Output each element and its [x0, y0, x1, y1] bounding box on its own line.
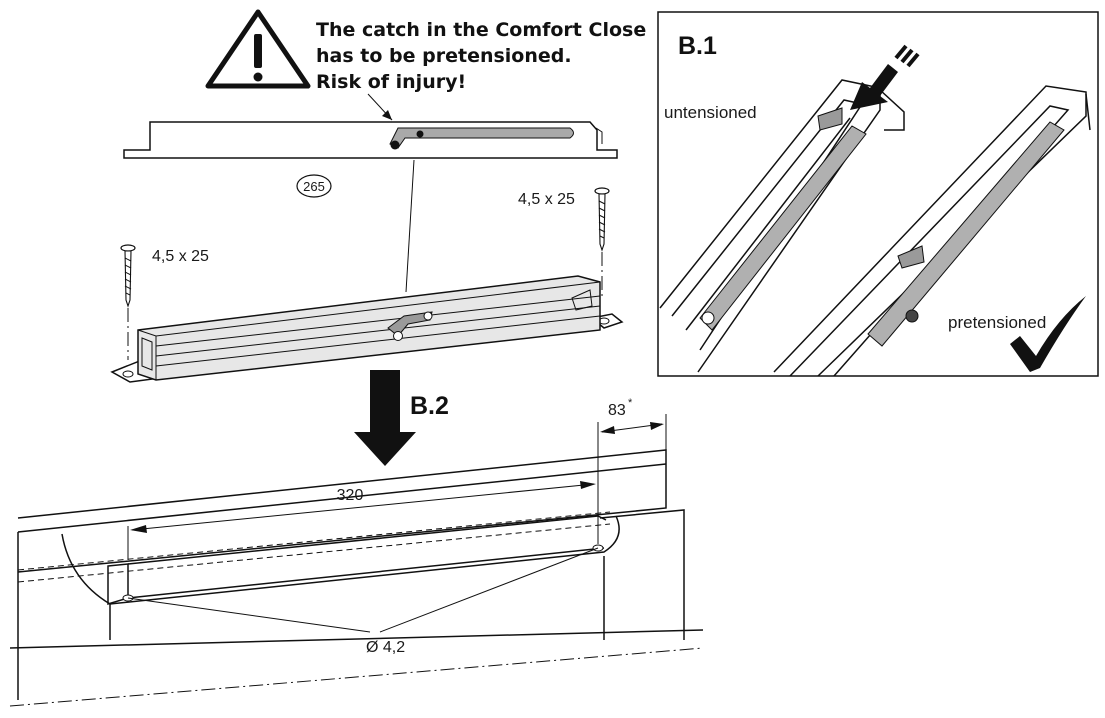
screw-right-size: 4,5 x 25 — [518, 191, 575, 208]
dimension-offset: 83 — [608, 402, 626, 419]
dimension-83 — [597, 414, 667, 476]
step-b2-title: B.2 — [410, 392, 449, 420]
step-b2-arrow-icon — [354, 370, 416, 466]
cover-plate — [123, 121, 618, 159]
label-untensioned: untensioned — [664, 103, 757, 122]
warning-text: The catch in the Comfort Close has to be… — [316, 19, 646, 93]
inset-b1: B.1 — [657, 11, 1099, 377]
dimension-320 — [127, 476, 599, 560]
warning-triangle-icon — [205, 9, 311, 89]
screw-left-size: 4,5 x 25 — [152, 248, 209, 265]
warning-leader-arrow — [382, 110, 392, 120]
warning-line-3: Risk of injury! — [316, 71, 466, 93]
cover-to-closer-leader — [405, 159, 415, 293]
screw-left — [120, 244, 136, 360]
step-b1-title: B.1 — [678, 32, 717, 60]
b1-insert-arrow-icon — [850, 44, 920, 110]
hole-leader-left — [127, 597, 371, 633]
screw-right — [594, 187, 610, 300]
label-pretensioned: pretensioned — [948, 313, 1046, 332]
part-number: 265 — [303, 179, 325, 194]
comfort-close-unit — [110, 275, 624, 383]
dimension-length: 320 — [337, 487, 364, 504]
dimension-offset-mark: * — [628, 397, 633, 409]
warning-line-1: The catch in the Comfort Close — [316, 19, 646, 41]
hole-leader-right — [379, 547, 599, 633]
part-number-badge: 265 — [296, 174, 332, 198]
checkmark-icon — [1010, 296, 1086, 372]
hole-diameter: Ø 4,2 — [366, 639, 405, 656]
warning-line-2: has to be pretensioned. — [316, 45, 572, 67]
